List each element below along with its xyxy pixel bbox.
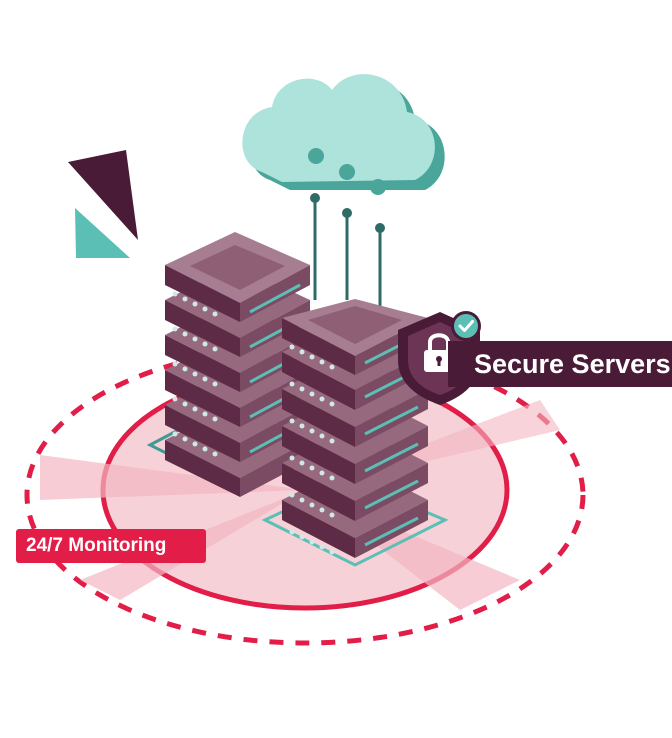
secure-servers-label: Secure Servers <box>448 341 672 387</box>
cloud-icon <box>242 74 445 195</box>
triangle-decor-icon <box>75 208 130 258</box>
checkmark-icon <box>451 311 481 341</box>
server-rack-icon <box>282 299 428 558</box>
server-rack-icon <box>165 232 310 497</box>
monitoring-label: 24/7 Monitoring <box>16 529 206 563</box>
triangle-decor-icon <box>68 150 138 240</box>
